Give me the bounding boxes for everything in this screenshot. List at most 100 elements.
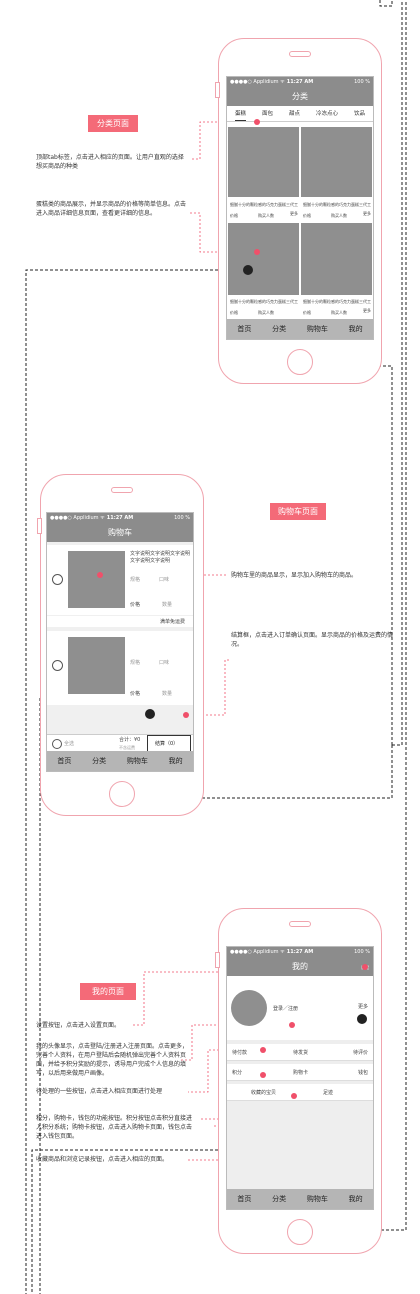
product-title: 细腻十分的颗粒感的巧克力蛋糕三代工 bbox=[230, 299, 298, 304]
item-qty[interactable]: 数量 bbox=[162, 691, 173, 697]
annotation-dot bbox=[260, 1047, 266, 1053]
select-all-label[interactable]: 全选 bbox=[64, 741, 75, 747]
pending-review[interactable]: 待评价 bbox=[352, 1050, 368, 1056]
connector-dot bbox=[357, 1014, 367, 1024]
more-button[interactable]: 更多 bbox=[357, 1004, 368, 1010]
item-price: 价格 bbox=[130, 602, 141, 608]
connector-dot bbox=[145, 709, 155, 719]
tab-category[interactable]: 分类 bbox=[272, 325, 287, 333]
checkout-bar: 全选 合计：¥0 不含运费 结算（0） bbox=[47, 734, 193, 753]
select-checkbox[interactable] bbox=[52, 660, 63, 671]
cart-item[interactable]: 文字说明文字说明文字说明文字说明文字说明 规格 口味 价格 数量 bbox=[47, 545, 193, 615]
tab-cart[interactable]: 购物车 bbox=[126, 757, 148, 765]
item-price: 价格 bbox=[130, 691, 141, 697]
profile-section: 登录／注册 更多 bbox=[227, 976, 373, 1040]
tab-cake[interactable]: 蛋糕 bbox=[234, 109, 246, 121]
nav-title: 我的 bbox=[227, 958, 373, 976]
shipping-note: 不含运费 bbox=[119, 745, 135, 750]
product-price: 价格 bbox=[303, 310, 311, 315]
note-mine-pending: 待处理的一些按钮，点击进入相应页面进行处理 bbox=[36, 1088, 163, 1095]
annotation-dot bbox=[183, 712, 189, 718]
login-register[interactable]: 登录／注册 bbox=[273, 1006, 299, 1012]
tab-cart[interactable]: 购物车 bbox=[306, 1195, 328, 1203]
side-button bbox=[215, 952, 220, 968]
cart-screen: ●●●●○ Applidium ᯤ 11:27 AM 100 % 购物车 文字说… bbox=[46, 512, 194, 772]
status-bar: ●●●●○ Applidium ᯤ 11:27 AM 100 % bbox=[47, 513, 193, 524]
points-button[interactable]: 积分 bbox=[232, 1070, 243, 1076]
cart-item[interactable]: 规格 口味 价格 数量 bbox=[47, 631, 193, 705]
item-image bbox=[68, 637, 125, 694]
shopping-card-button[interactable]: 购物卡 bbox=[293, 1070, 309, 1076]
select-all-checkbox[interactable] bbox=[52, 739, 62, 749]
tab-mine[interactable]: 我的 bbox=[168, 757, 183, 765]
history-button[interactable]: 足迹 bbox=[323, 1090, 334, 1096]
total-text: 合计：¥0 bbox=[119, 737, 141, 743]
wallet-button[interactable]: 钱包 bbox=[357, 1070, 368, 1076]
product-image bbox=[228, 127, 299, 197]
cart-page-label: 购物车页面 bbox=[270, 503, 326, 520]
select-checkbox[interactable] bbox=[52, 574, 63, 585]
tab-home[interactable]: 首页 bbox=[57, 757, 72, 765]
favorites-button[interactable]: 收藏的宝贝 bbox=[251, 1090, 277, 1096]
nav-title: 购物车 bbox=[47, 524, 193, 542]
speaker bbox=[289, 51, 311, 57]
product-card[interactable]: 细腻十分的颗粒感的巧克力蛋糕三代工 价格 购买人数 更多 bbox=[301, 223, 372, 319]
product-card[interactable]: 细腻十分的颗粒感的巧克力蛋糕三代工 价格 购买人数 更多 bbox=[228, 127, 299, 223]
pending-payment[interactable]: 待付款 bbox=[232, 1050, 248, 1056]
product-title: 细腻十分的颗粒感的巧克力蛋糕三代工 bbox=[303, 202, 371, 207]
carrier-text: ●●●●○ Applidium ᯤ bbox=[230, 949, 285, 955]
product-buyers: 购买人数 bbox=[258, 310, 274, 315]
annotation-dot bbox=[97, 572, 103, 578]
product-image bbox=[228, 223, 299, 295]
product-more[interactable]: 更多 bbox=[290, 211, 298, 216]
tab-mine[interactable]: 我的 bbox=[348, 325, 363, 333]
home-button[interactable] bbox=[287, 1219, 313, 1245]
product-buyers: 购买人数 bbox=[258, 213, 274, 218]
tab-category[interactable]: 分类 bbox=[92, 757, 107, 765]
time-text: 11:27 AM bbox=[286, 949, 314, 955]
note-mine-avatar: 我的头像显示，点击登陆/注册进入注册页面。点击更多，完善个人资料，在用户登陆后会… bbox=[36, 1043, 189, 1077]
tab-frozen[interactable]: 冷冻点心 bbox=[315, 111, 338, 117]
annotation-dot bbox=[289, 1022, 295, 1028]
tab-home[interactable]: 首页 bbox=[237, 325, 252, 333]
product-card[interactable]: 细腻十分的颗粒感的巧克力蛋糕三代工 价格 购买人数 更多 bbox=[301, 127, 372, 223]
home-button[interactable] bbox=[287, 349, 313, 375]
speaker bbox=[111, 487, 133, 493]
tab-mine[interactable]: 我的 bbox=[348, 1195, 363, 1203]
product-more[interactable]: 更多 bbox=[363, 211, 371, 216]
avatar[interactable] bbox=[231, 990, 267, 1026]
speaker bbox=[289, 921, 311, 927]
tab-category[interactable]: 分类 bbox=[272, 1195, 287, 1203]
product-price: 价格 bbox=[230, 213, 238, 218]
tab-home[interactable]: 首页 bbox=[237, 1195, 252, 1203]
mine-screen: ●●●●○ Applidium ᯤ 11:27 AM 100 % 我的 设置 登… bbox=[226, 946, 374, 1210]
free-shipping-row: 满单免运费 bbox=[47, 616, 193, 627]
tab-bar: 首页 分类 购物车 我的 bbox=[227, 319, 373, 339]
annotation-dot bbox=[254, 119, 260, 125]
tab-cart[interactable]: 购物车 bbox=[306, 325, 328, 333]
tab-dessert[interactable]: 甜点 bbox=[288, 111, 300, 117]
time-text: 11:27 AM bbox=[286, 79, 314, 85]
tab-bread[interactable]: 面包 bbox=[261, 111, 273, 117]
status-bar: ●●●●○ Applidium ᯤ 11:27 AM 100 % bbox=[227, 947, 373, 958]
order-status-row: 待付款 待发货 待评价 bbox=[227, 1044, 373, 1061]
item-desc: 文字说明文字说明文字说明文字说明文字说明 bbox=[130, 551, 191, 564]
tab-bar: 首页 分类 购物车 我的 bbox=[227, 1189, 373, 1209]
annotation-dot bbox=[254, 249, 260, 255]
battery-text: 100 % bbox=[174, 515, 190, 521]
annotation-dot bbox=[291, 1093, 297, 1099]
item-qty[interactable]: 数量 bbox=[162, 602, 173, 608]
product-more[interactable]: 更多 bbox=[363, 308, 371, 313]
assets-row: 积分 购物卡 钱包 bbox=[227, 1064, 373, 1081]
product-buyers: 购买人数 bbox=[331, 310, 347, 315]
tab-drinks[interactable]: 饮品 bbox=[353, 111, 365, 117]
free-shipping-text: 满单免运费 bbox=[159, 619, 185, 625]
item-spec: 规格 bbox=[130, 577, 141, 583]
product-card[interactable]: 细腻十分的颗粒感的巧克力蛋糕三代工 价格 购买人数 bbox=[228, 223, 299, 319]
note-cart-checkout: 结算框，点击进入订单确认页面。显示商品的价格及运费的情况。 bbox=[231, 632, 394, 648]
product-price: 价格 bbox=[303, 213, 311, 218]
note-category-products: 蛋糕类的商品展示，并显示商品的价格等简单信息。点击进入商品详细信息页面，查看更详… bbox=[36, 201, 187, 217]
home-button[interactable] bbox=[109, 781, 135, 807]
pending-shipment[interactable]: 待发货 bbox=[293, 1050, 309, 1056]
category-page-label: 分类页面 bbox=[88, 115, 138, 132]
